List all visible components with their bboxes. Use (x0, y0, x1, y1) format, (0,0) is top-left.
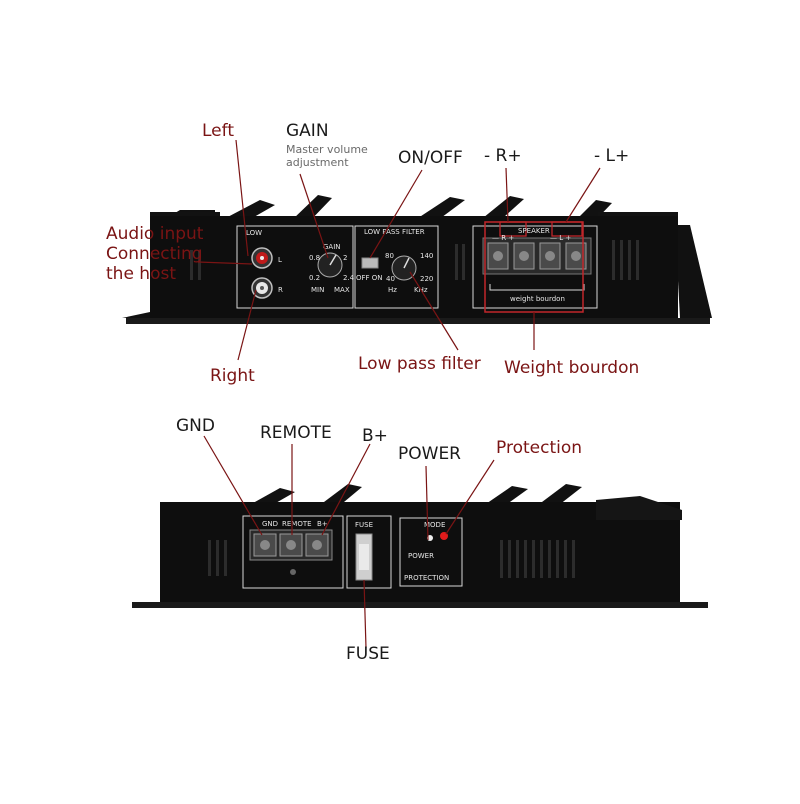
bottom-amplifier: GND REMOTE B+ FUSE MODE POWER PROTECTION (132, 435, 708, 649)
gain-knob (317, 252, 343, 278)
l-polarity: — L + (550, 234, 571, 242)
callout-gain-desc: Master volume adjustment (286, 143, 368, 169)
power-terminal-block (249, 529, 333, 575)
bottom-leader-lines (203, 435, 495, 649)
callout-low-pass: Low pass filter (358, 354, 481, 374)
b-plus-label: B+ (317, 520, 328, 528)
callout-power: POWER (398, 444, 461, 464)
off-on-label: OFF ON (356, 274, 383, 282)
hz-label: Hz (388, 286, 397, 294)
power-label: POWER (408, 552, 434, 560)
callout-audio-input: Audio input Connecting the host (106, 224, 204, 284)
protection-label: PROTECTION (404, 574, 449, 582)
callout-r-terminal: - R+ (484, 146, 522, 166)
gain-2-4: 2.4 (343, 274, 355, 282)
callout-l-terminal: - L+ (594, 146, 630, 166)
max-label: MAX (334, 286, 350, 294)
callout-gnd: GND (176, 416, 215, 436)
r-mark: R (278, 286, 283, 294)
callout-on-off: ON/OFF (398, 148, 463, 168)
l-mark: L (278, 256, 282, 264)
r-polarity: — R + (492, 234, 514, 242)
callout-b-plus: B+ (362, 426, 388, 446)
callout-protection: Protection (496, 438, 583, 458)
gnd-label: GND (262, 520, 278, 528)
fuse-label: FUSE (355, 521, 373, 529)
mode-label: MODE (424, 521, 445, 529)
top-amplifier: LOW L R GAIN 0.8 2 0.2 2.4 MIN MAX LOW P… (122, 139, 712, 361)
rca-left-jack (251, 247, 273, 269)
min-label: MIN (311, 286, 324, 294)
low-pass-knob (391, 255, 417, 281)
freq-80: 80 (385, 252, 394, 260)
gain-0-8: 0.8 (309, 254, 320, 262)
callout-left: Left (202, 121, 234, 141)
remote-label: REMOTE (282, 520, 312, 528)
rca-right-jack (251, 277, 273, 299)
weight-bourdon-label: weight bourdon (510, 295, 565, 303)
freq-220: 220 (420, 275, 433, 283)
amp-body-bottom (160, 502, 680, 606)
callout-gain: GAIN (286, 121, 329, 141)
top-leader-lines (197, 139, 601, 361)
fuse-holder (355, 533, 373, 581)
freq-140: 140 (420, 252, 433, 260)
callout-fuse: FUSE (346, 644, 390, 664)
gain-label: GAIN (323, 243, 341, 251)
low-pass-filter-label: LOW PASS FILTER (364, 228, 425, 236)
low-label: LOW (246, 229, 262, 237)
callout-remote: REMOTE (260, 423, 332, 443)
gain-0-2: 0.2 (309, 274, 320, 282)
freq-40: 40 (386, 275, 395, 283)
speaker-label: SPEAKER (518, 227, 550, 235)
on-off-switch (361, 257, 379, 269)
callout-weight: Weight bourdon (504, 358, 640, 378)
speaker-terminal-block (482, 237, 592, 291)
callout-right: Right (210, 366, 255, 386)
gain-2: 2 (343, 254, 347, 262)
